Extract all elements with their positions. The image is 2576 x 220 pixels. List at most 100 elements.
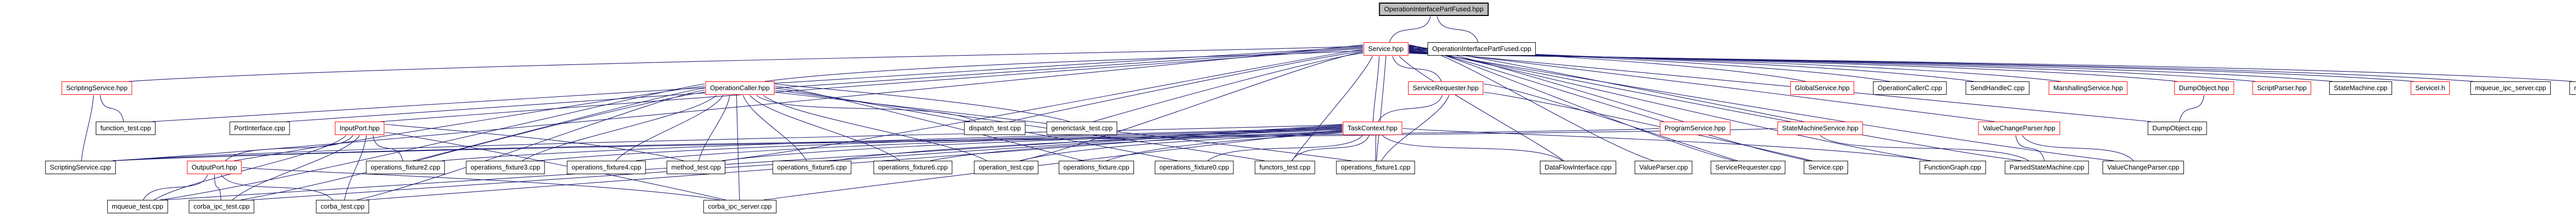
include-edge: [774, 88, 1178, 161]
graph-node-statemachine_cpp[interactable]: StateMachine.cpp: [2329, 81, 2393, 95]
graph-node-method_test_cpp[interactable]: method_test.cpp: [666, 161, 726, 174]
include-edge: [384, 132, 726, 200]
include-edge: [1019, 131, 1343, 161]
include-edge: [344, 135, 367, 200]
graph-node-operationcallerc_cpp[interactable]: OperationCallerC.cpp: [1873, 81, 1947, 95]
graph-node-oipf_hpp[interactable]: OperationInterfacePartFused.hpp: [1379, 3, 1489, 16]
graph-node-statemachineservice_hpp[interactable]: StateMachineService.hpp: [1777, 122, 1863, 135]
include-edge: [1392, 56, 1442, 82]
include-edge: [241, 88, 705, 200]
graph-node-opfix4[interactable]: operations_fixture4.cpp: [567, 161, 646, 174]
graph-node-taskcontext_hpp[interactable]: TaskContext.hpp: [1343, 122, 1402, 135]
include-edge: [2179, 95, 2205, 122]
include-edge: [1372, 56, 1380, 122]
graph-node-opfix1[interactable]: operations_fixture1.cpp: [1336, 161, 1415, 174]
graph-node-sendhandlec_cpp[interactable]: SendHandleC.cpp: [1965, 81, 2029, 95]
graph-node-scriptingservice_hpp[interactable]: ScriptingService.hpp: [61, 81, 132, 95]
include-edge: [233, 86, 705, 161]
include-edge: [1378, 95, 1443, 122]
include-edge: [154, 135, 347, 200]
include-edge: [636, 128, 1343, 161]
graph-node-outputport_hpp[interactable]: OutputPort.hpp: [187, 161, 242, 174]
graph-node-scriptparser_hpp[interactable]: ScriptParser.hpp: [2252, 81, 2312, 95]
include-edge: [112, 124, 1343, 161]
graph-node-dispatch_test_cpp[interactable]: dispatch_test.cpp: [964, 122, 1026, 135]
graph-node-opfix5[interactable]: operations_fixture5.cpp: [772, 161, 852, 174]
graph-node-portinterface_cpp[interactable]: PortInterface.cpp: [229, 122, 290, 135]
include-edge: [774, 83, 1070, 122]
graph-node-service_cpp[interactable]: Service.cpp: [1804, 161, 1848, 174]
include-edge: [1292, 56, 1373, 161]
include-edge: [381, 48, 1363, 122]
include-edge: [442, 126, 1343, 161]
include-edge: [2022, 135, 2134, 161]
graph-node-inputport_hpp[interactable]: InputPort.hpp: [334, 122, 385, 135]
graph-node-programservice_hpp[interactable]: ProgramService.hpp: [1659, 122, 1731, 135]
graph-node-marshallingservice_hpp[interactable]: MarshallingService.hpp: [2048, 81, 2128, 95]
graph-node-generictask_test_cpp[interactable]: generictask_test.cpp: [1046, 122, 1117, 135]
include-edge: [1382, 135, 1563, 161]
graph-node-opfix6[interactable]: operations_fixture6.cpp: [873, 161, 953, 174]
include-edge: [765, 50, 1363, 82]
graph-node-globalservice_hpp[interactable]: GlobalService.hpp: [1790, 81, 1855, 95]
graph-node-mqueue_ipc_server_cpp[interactable]: mqueue_ipc_server.cpp: [2470, 81, 2551, 95]
include-edge: [615, 95, 723, 161]
graph-node-valuechangeparser_hpp[interactable]: ValueChangeParser.hpp: [1978, 122, 2060, 135]
include-edge: [1020, 52, 1363, 161]
include-edge: [2015, 135, 2045, 161]
include-edge: [774, 90, 1265, 161]
include-edge: [1409, 48, 2022, 161]
include-edge: [1376, 56, 1386, 161]
graph-node-dataflowinterface_cpp[interactable]: DataFlowInterface.cpp: [1539, 161, 1617, 174]
graph-node-valueparser_cpp[interactable]: ValueParser.cpp: [1634, 161, 1693, 174]
graph-node-dumpobject_hpp[interactable]: DumpObject.hpp: [2174, 81, 2234, 95]
graph-node-oipf_cpp[interactable]: OperationInterfacePartFused.cpp: [1427, 42, 1536, 56]
include-edge: [225, 135, 353, 161]
graph-node-functors_test_cpp[interactable]: functors_test.cpp: [1255, 161, 1315, 174]
graph-node-functiongraph_cpp[interactable]: FunctionGraph.cpp: [1919, 161, 1986, 174]
include-edge: [1207, 135, 1363, 161]
graph-node-opfix[interactable]: operations_fixture.cpp: [1059, 161, 1134, 174]
graph-node-valuechangeparser_cpp[interactable]: ValueChangeParser.cpp: [2103, 161, 2184, 174]
include-edge: [1409, 49, 2114, 161]
include-edge: [129, 45, 1363, 82]
include-edge: [1402, 128, 1931, 161]
include-edge: [698, 95, 731, 161]
graph-node-scriptingservice_cpp[interactable]: ScriptingService.cpp: [45, 161, 116, 174]
include-edge: [1483, 92, 1812, 161]
graph-node-opfix3[interactable]: operations_fixture3.cpp: [466, 161, 545, 174]
include-edge: [1436, 16, 1479, 43]
graph-node-servicerequester_cpp[interactable]: ServiceRequester.cpp: [1710, 161, 1786, 174]
graph-node-corba_test_cpp[interactable]: corba_test.cpp: [316, 200, 369, 213]
include-edge: [763, 95, 987, 161]
include-edge: [1009, 50, 1363, 122]
include-edge: [764, 129, 1343, 200]
include-edge: [99, 95, 124, 122]
graph-node-operation_test_cpp[interactable]: operation_test.cpp: [974, 161, 1039, 174]
graph-node-corba_ipc_test_cpp[interactable]: corba_ipc_test.cpp: [189, 200, 255, 213]
graph-node-dumpobject_cpp[interactable]: DumpObject.cpp: [2147, 122, 2207, 135]
graph-node-operationcaller_hpp[interactable]: OperationCaller.hpp: [705, 81, 774, 95]
include-edge: [736, 95, 740, 200]
graph-node-opfix2[interactable]: operations_fixture2.cpp: [366, 161, 445, 174]
include-edge: [221, 174, 333, 200]
include-edge: [214, 174, 222, 200]
graph-node-parsedstatemachine_cpp[interactable]: ParsedStateMachine.cpp: [2005, 161, 2089, 174]
graph-node-mqueue_ipc_test_cpp[interactable]: mqueue_ipc_test.cpp: [2569, 81, 2576, 95]
graph-node-servicerequester_hpp[interactable]: ServiceRequester.hpp: [1408, 81, 1483, 95]
graph-node-opfix0[interactable]: operations_fixture0.cpp: [1155, 161, 1234, 174]
graph-node-mqueue_test_cpp[interactable]: mqueue_test.cpp: [107, 200, 168, 213]
include-edge: [742, 95, 807, 161]
include-edge: [774, 92, 1352, 161]
include-edge: [232, 135, 360, 200]
include-edge: [1483, 83, 1738, 161]
graph-node-service_hpp[interactable]: Service.hpp: [1363, 42, 1409, 56]
graph-node-servicei_h[interactable]: ServiceI.h: [2411, 81, 2450, 95]
include-edge: [1399, 56, 1564, 161]
include-edge: [112, 128, 1659, 161]
graph-node-function_test_cpp[interactable]: function_test.cpp: [95, 122, 156, 135]
graph-node-corba_ipc_server_cpp[interactable]: corba_ipc_server.cpp: [703, 200, 776, 213]
include-edge: [522, 95, 717, 161]
include-edge: [930, 130, 1343, 161]
